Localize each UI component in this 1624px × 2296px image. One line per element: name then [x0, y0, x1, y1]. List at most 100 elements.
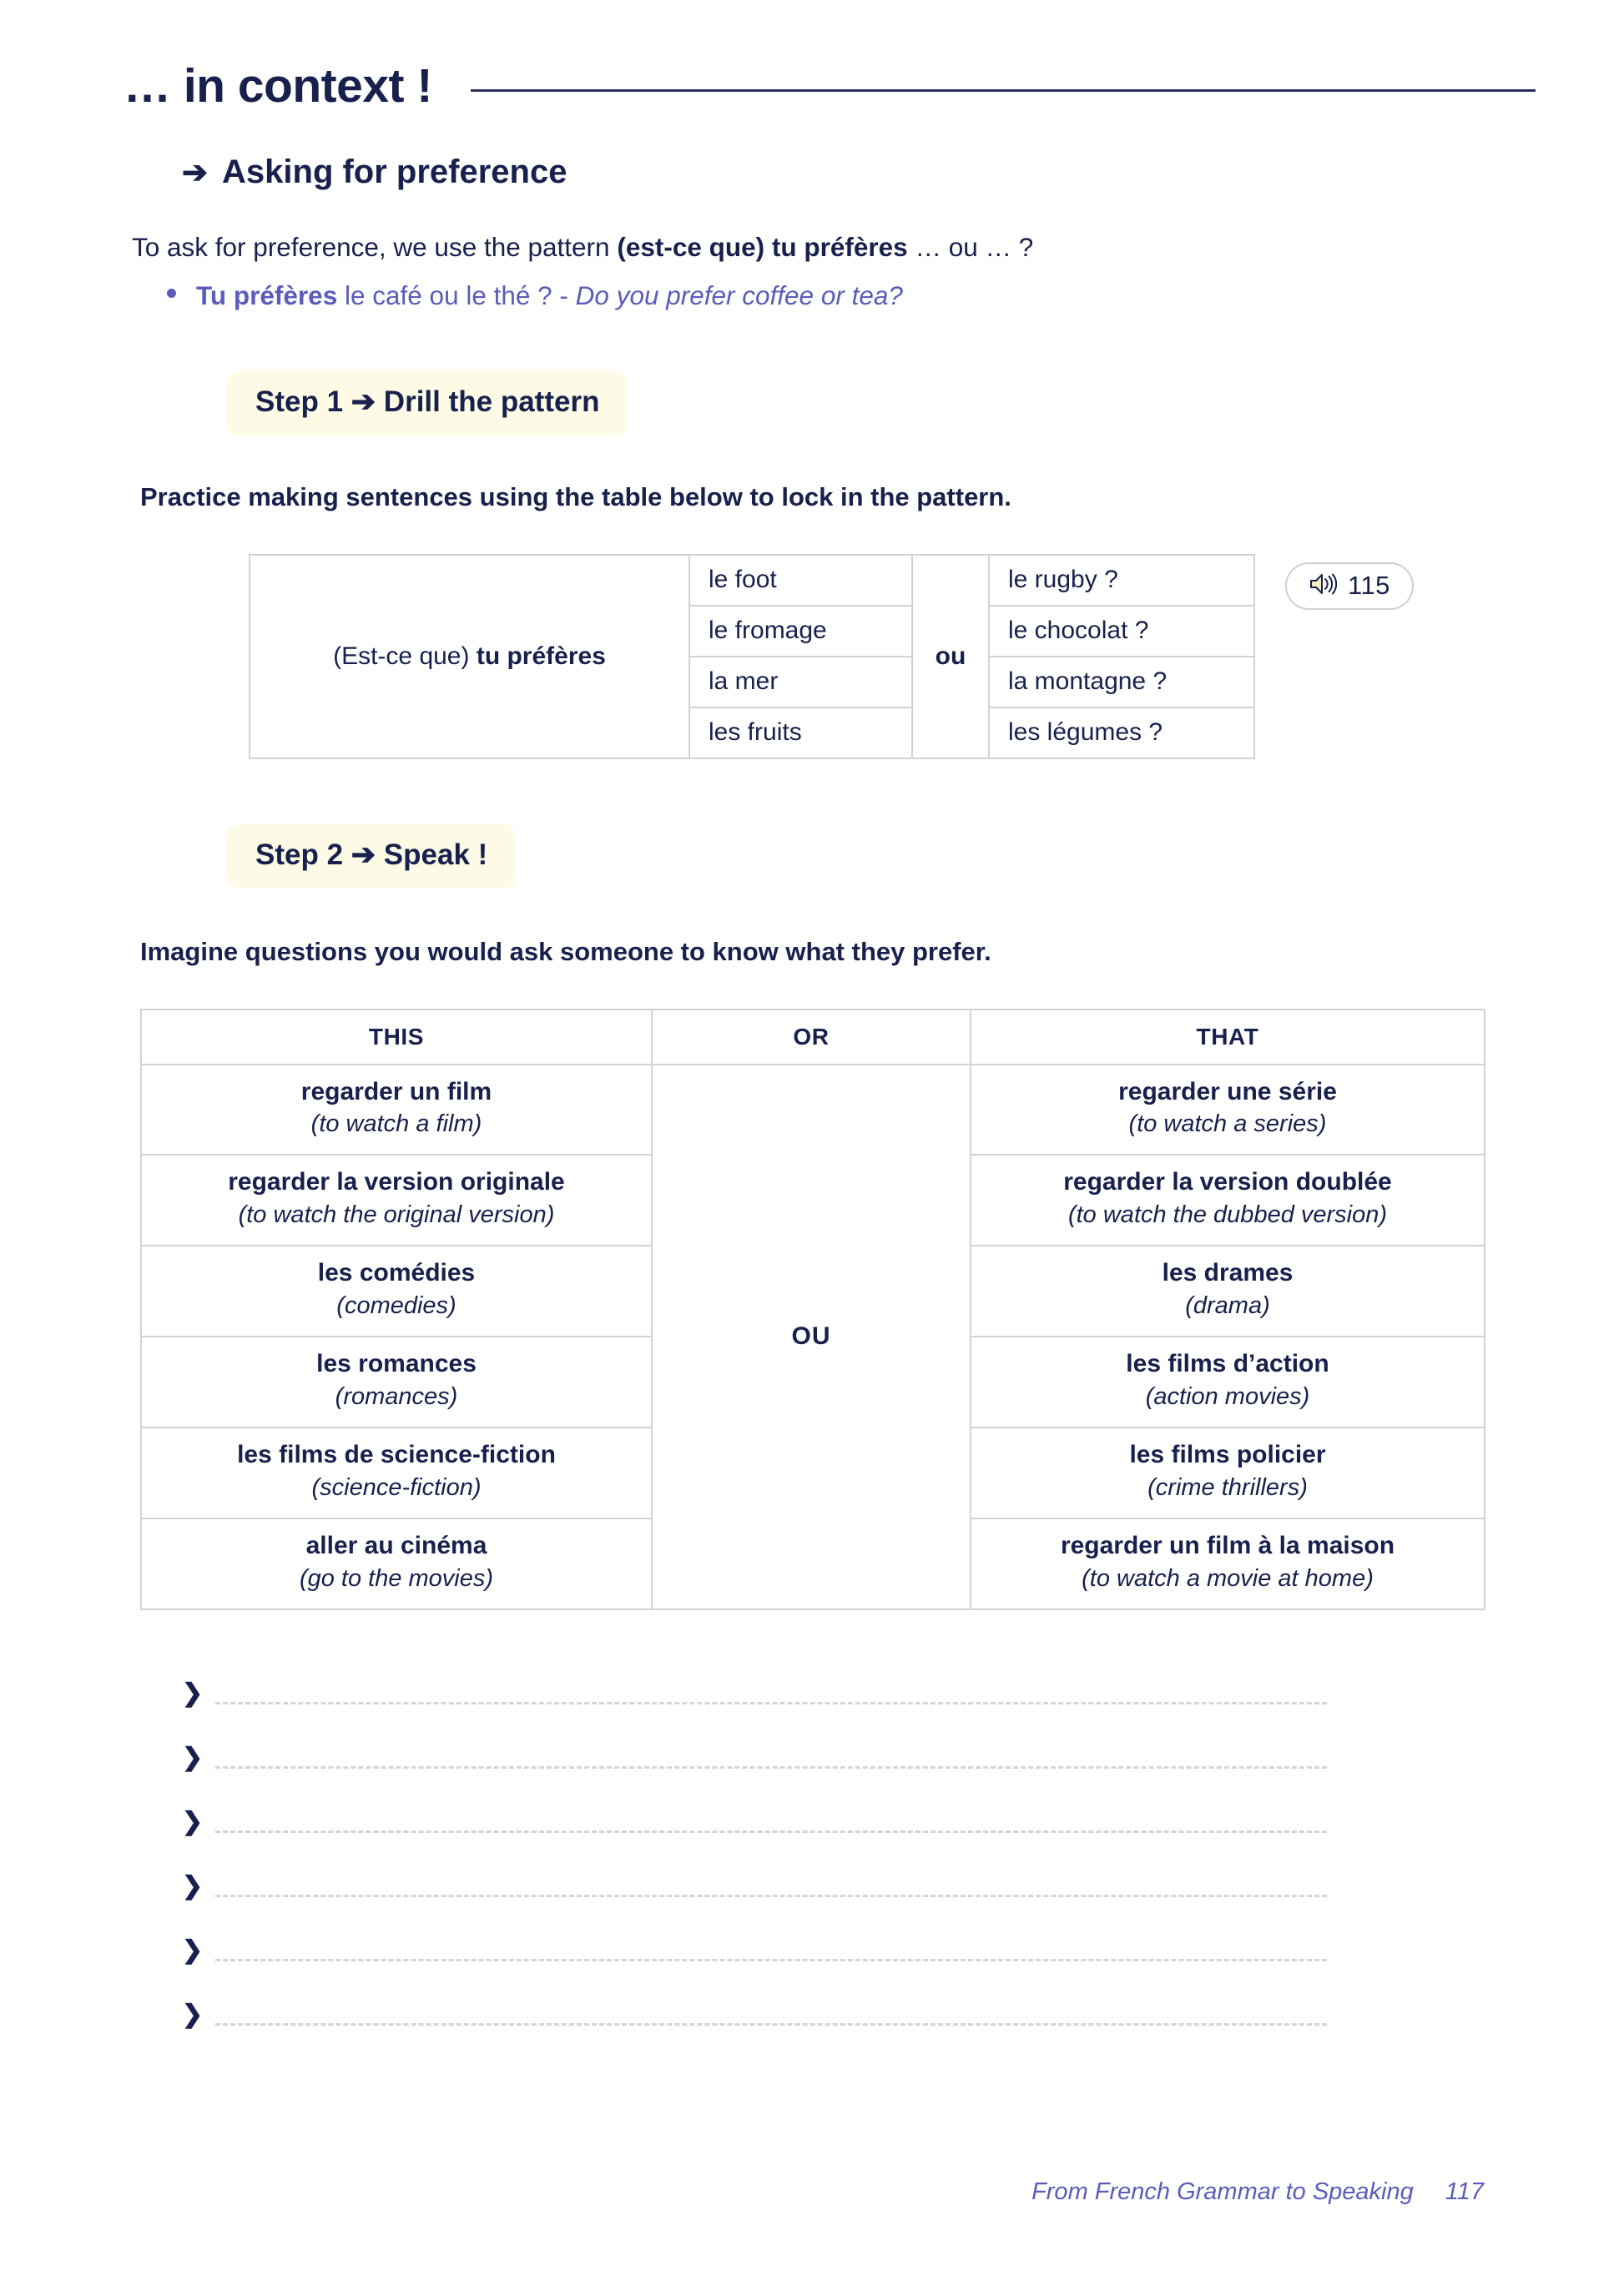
answer-line-row[interactable]: ❯ [182, 1907, 1327, 1971]
table-row: aller au cinéma (go to the movies) regar… [140, 1518, 1485, 1611]
this-french: les comédies [317, 1259, 476, 1287]
table-row: (Est-ce que) tu préfères le foot ou le r… [249, 553, 1255, 759]
drill-right-option: la montagne ? [988, 655, 1255, 708]
this-english: (science-fiction) [311, 1473, 482, 1501]
section-heading-label: Asking for preference [222, 154, 567, 190]
this-or-that-section: THIS OR THAT regarder un film (to watch … [0, 1008, 1624, 1611]
bullet-dot-icon [167, 288, 176, 298]
that-english: (crime thrillers) [1147, 1473, 1308, 1501]
bullet-french: le café ou le thé ? - [337, 279, 576, 310]
step1-badge-wrap: Step 1 ➔ Drill the pattern [0, 370, 1624, 436]
this-english: (to watch a film) [310, 1110, 482, 1138]
bullet-text: Tu préfères le café ou le thé ? - Do you… [196, 280, 903, 311]
table-row: la mer la montagne ? [250, 655, 1255, 708]
answer-line-rule[interactable] [215, 1959, 1327, 1962]
bullet-english: Do you prefer coffee or tea? [575, 279, 903, 310]
this-english: (to watch the original version) [238, 1201, 555, 1229]
chevron-right-icon: ❯ [182, 1679, 204, 1708]
column-header-this: THIS [140, 1008, 653, 1065]
that-french: les films d’action [1126, 1350, 1329, 1378]
drill-table: (Est-ce que) tu préfères le foot ou le r… [249, 553, 1255, 759]
bullet-bold-phrase: Tu préfères [196, 279, 338, 310]
audio-track-number: 115 [1348, 571, 1390, 601]
drill-stem-plain: (Est-ce que) [333, 642, 477, 670]
middle-conjunction-cell: OU [651, 1063, 971, 1611]
that-cell: les films d’action (action movies) [970, 1336, 1485, 1429]
step1-instruction: Practice making sentences using the tabl… [140, 481, 1011, 511]
that-french: regarder la version doublée [1063, 1168, 1392, 1196]
answer-line-row[interactable]: ❯ [182, 1779, 1327, 1843]
this-cell: aller au cinéma (go to the movies) [140, 1518, 653, 1611]
this-french: regarder un film [300, 1077, 492, 1105]
page-header: … in context ! [0, 0, 1624, 113]
drill-left-option: le foot [688, 553, 913, 607]
drill-left-option: les fruits [688, 706, 913, 759]
that-english: (to watch a series) [1128, 1110, 1327, 1138]
this-english: (go to the movies) [299, 1564, 494, 1592]
this-or-that-table: THIS OR THAT regarder un film (to watch … [140, 1008, 1485, 1611]
this-english: (comedies) [336, 1292, 456, 1320]
that-english: (to watch a movie at home) [1082, 1564, 1374, 1592]
answer-line-rule[interactable] [215, 1830, 1327, 1834]
step1-badge: Step 1 ➔ Drill the pattern [227, 370, 628, 436]
table-row: les romances (romances) les films d’acti… [140, 1336, 1485, 1429]
audio-track-badge[interactable]: 115 [1285, 561, 1414, 610]
header-rule [470, 88, 1536, 92]
table-row: le fromage le chocolat ? [250, 604, 1255, 657]
table-row: les fruits les légumes ? [250, 706, 1255, 759]
table-header-row: THIS OR THAT [140, 1008, 1485, 1065]
table-row: regarder un film (to watch a film) OU re… [140, 1063, 1485, 1611]
section-heading: ➔ Asking for preference [0, 154, 1624, 191]
answer-lines: ❯ ❯ ❯ ❯ ❯ ❯ [0, 1650, 1624, 2036]
answer-line-rule[interactable] [215, 1895, 1327, 1898]
this-cell: les films de science-fiction (science-fi… [140, 1427, 653, 1520]
that-french: regarder un film à la maison [1060, 1532, 1395, 1560]
answer-line-row[interactable]: ❯ [182, 1843, 1327, 1907]
table-row: regarder la version originale (to watch … [140, 1154, 1485, 1247]
answer-line-row[interactable]: ❯ [182, 1971, 1327, 2036]
speaker-icon [1309, 571, 1338, 601]
this-english: (romances) [335, 1383, 458, 1411]
drill-right-option: le chocolat ? [988, 604, 1255, 657]
answer-line-row[interactable]: ❯ [182, 1650, 1327, 1714]
drill-left-option: la mer [688, 655, 913, 708]
drill-right-option: les légumes ? [988, 706, 1255, 759]
drill-conjunction-cell: ou [911, 553, 990, 759]
table-row: les films de science-fiction (science-fi… [140, 1427, 1485, 1520]
intro-text-after: … ou … ? [907, 232, 1034, 262]
chevron-right-icon: ❯ [182, 1744, 204, 1772]
chevron-right-icon: ❯ [182, 1808, 204, 1836]
drill-stem-cell: (Est-ce que) tu préfères [249, 553, 690, 759]
answer-line-row[interactable]: ❯ [182, 1714, 1327, 1779]
drill-stem-bold: tu préfères [476, 642, 606, 670]
page-title: … in context ! [124, 59, 432, 113]
step2-badge: Step 2 ➔ Speak ! [227, 823, 517, 889]
column-header-or: OR [651, 1008, 971, 1065]
that-english: (drama) [1185, 1292, 1270, 1320]
footer-page-number: 117 [1445, 2178, 1484, 2205]
this-french: aller au cinéma [305, 1532, 487, 1560]
arrow-right-icon: ➔ [182, 155, 209, 189]
chevron-right-icon: ❯ [182, 2001, 204, 2029]
this-cell: les romances (romances) [140, 1336, 653, 1429]
footer-book-title: From French Grammar to Speaking [1031, 2178, 1414, 2205]
this-french: les romances [316, 1350, 477, 1378]
drill-right-option: le rugby ? [988, 553, 1255, 607]
that-cell: regarder la version doublée (to watch th… [970, 1154, 1485, 1247]
that-cell: les films policier (crime thrillers) [970, 1427, 1485, 1520]
column-header-that: THAT [970, 1008, 1485, 1065]
that-english: (action movies) [1145, 1383, 1310, 1411]
this-french: regarder la version originale [228, 1168, 565, 1196]
drill-section: (Est-ce que) tu préfères le foot ou le r… [0, 553, 1624, 759]
drill-left-option: le fromage [688, 604, 913, 657]
this-cell: regarder un film (to watch a film) [140, 1063, 653, 1156]
answer-line-rule[interactable] [215, 1766, 1327, 1770]
answer-line-rule[interactable] [215, 1702, 1327, 1705]
that-french: les drames [1162, 1259, 1294, 1287]
this-french: les films de science-fiction [237, 1441, 556, 1469]
intro-paragraph: To ask for preference, we use the patter… [0, 229, 1624, 265]
this-cell: regarder la version originale (to watch … [140, 1154, 653, 1247]
answer-line-rule[interactable] [215, 2023, 1327, 2027]
page-footer: From French Grammar to Speaking 117 [0, 2178, 1484, 2206]
